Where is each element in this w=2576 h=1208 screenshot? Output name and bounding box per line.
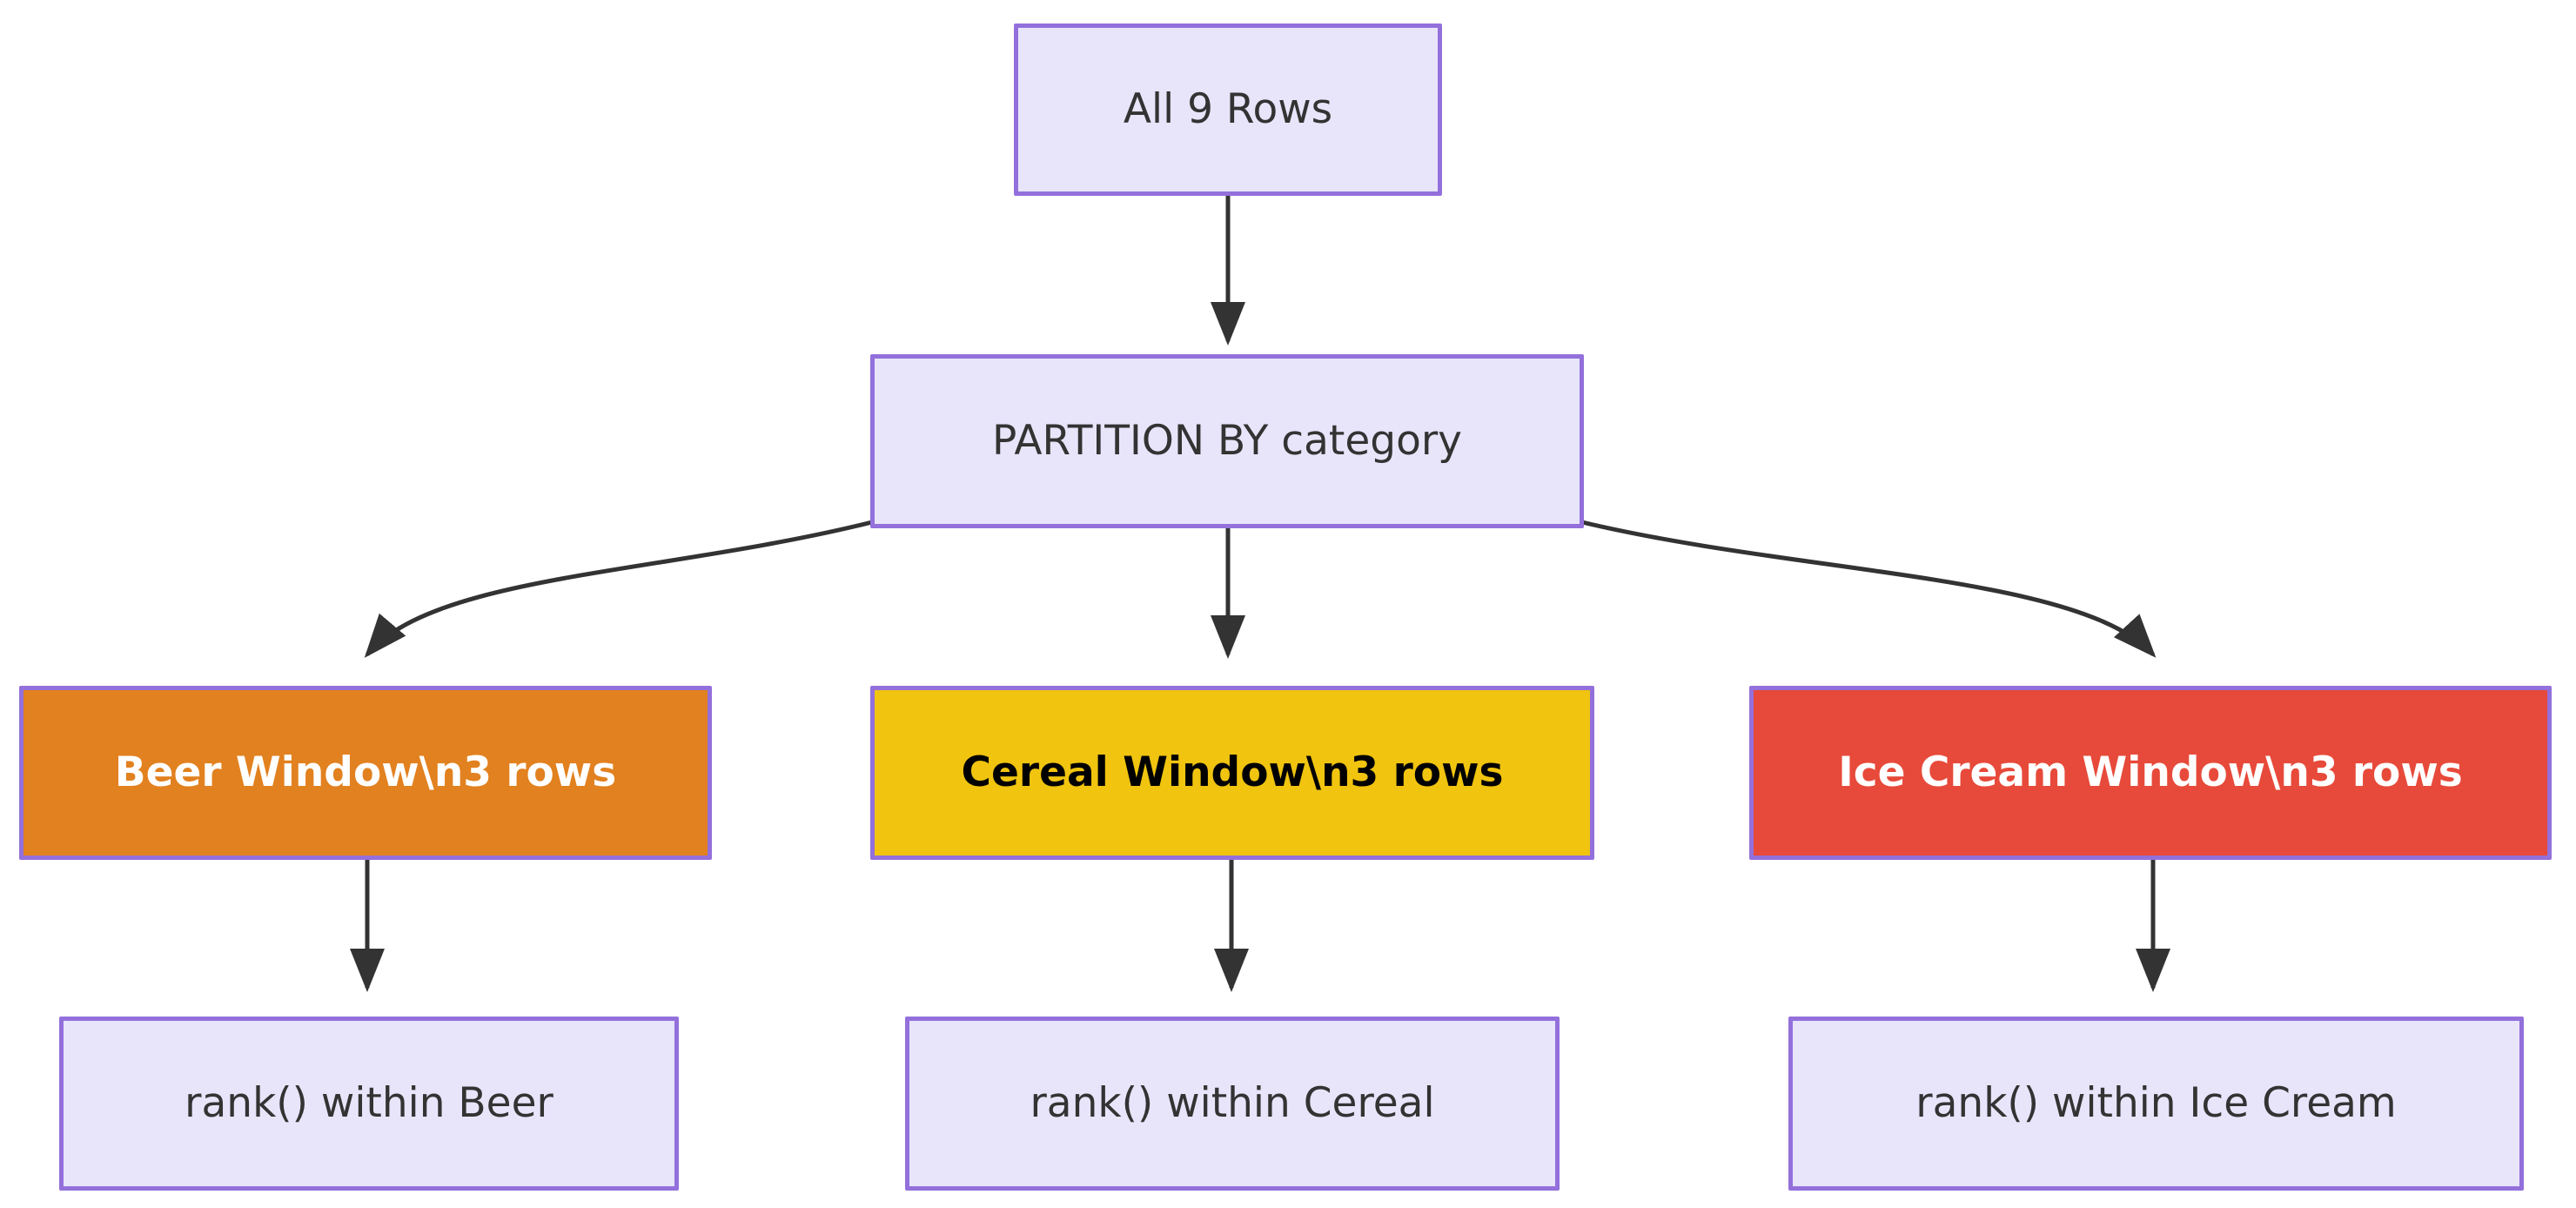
node-cereal-window-label: Cereal Window\n3 rows [961,748,1504,796]
edge-partition-to-window-beer [364,520,873,658]
node-rank-within-beer[interactable]: rank() within Beer [59,1017,679,1191]
node-rank-within-ice-cream-label: rank() within Ice Cream [1915,1078,2397,1127]
node-all-rows[interactable]: All 9 Rows [1014,23,1442,196]
node-cereal-window[interactable]: Cereal Window\n3 rows [870,686,1594,860]
node-ice-cream-window[interactable]: Ice Cream Window\n3 rows [1749,686,2552,860]
node-rank-within-cereal-label: rank() within Cereal [1030,1078,1435,1127]
node-rank-within-cereal[interactable]: rank() within Cereal [905,1017,1560,1191]
edge-partition-to-window-ice [1581,520,2157,658]
node-partition-by-category[interactable]: PARTITION BY category [870,354,1584,528]
node-ice-cream-window-label: Ice Cream Window\n3 rows [1838,748,2463,796]
node-rank-within-beer-label: rank() within Beer [184,1078,553,1127]
node-rank-within-ice-cream[interactable]: rank() within Ice Cream [1788,1017,2524,1191]
node-partition-by-category-label: PARTITION BY category [992,416,1462,465]
node-beer-window-label: Beer Window\n3 rows [114,748,617,796]
node-all-rows-label: All 9 Rows [1123,84,1333,133]
node-beer-window[interactable]: Beer Window\n3 rows [19,686,712,860]
